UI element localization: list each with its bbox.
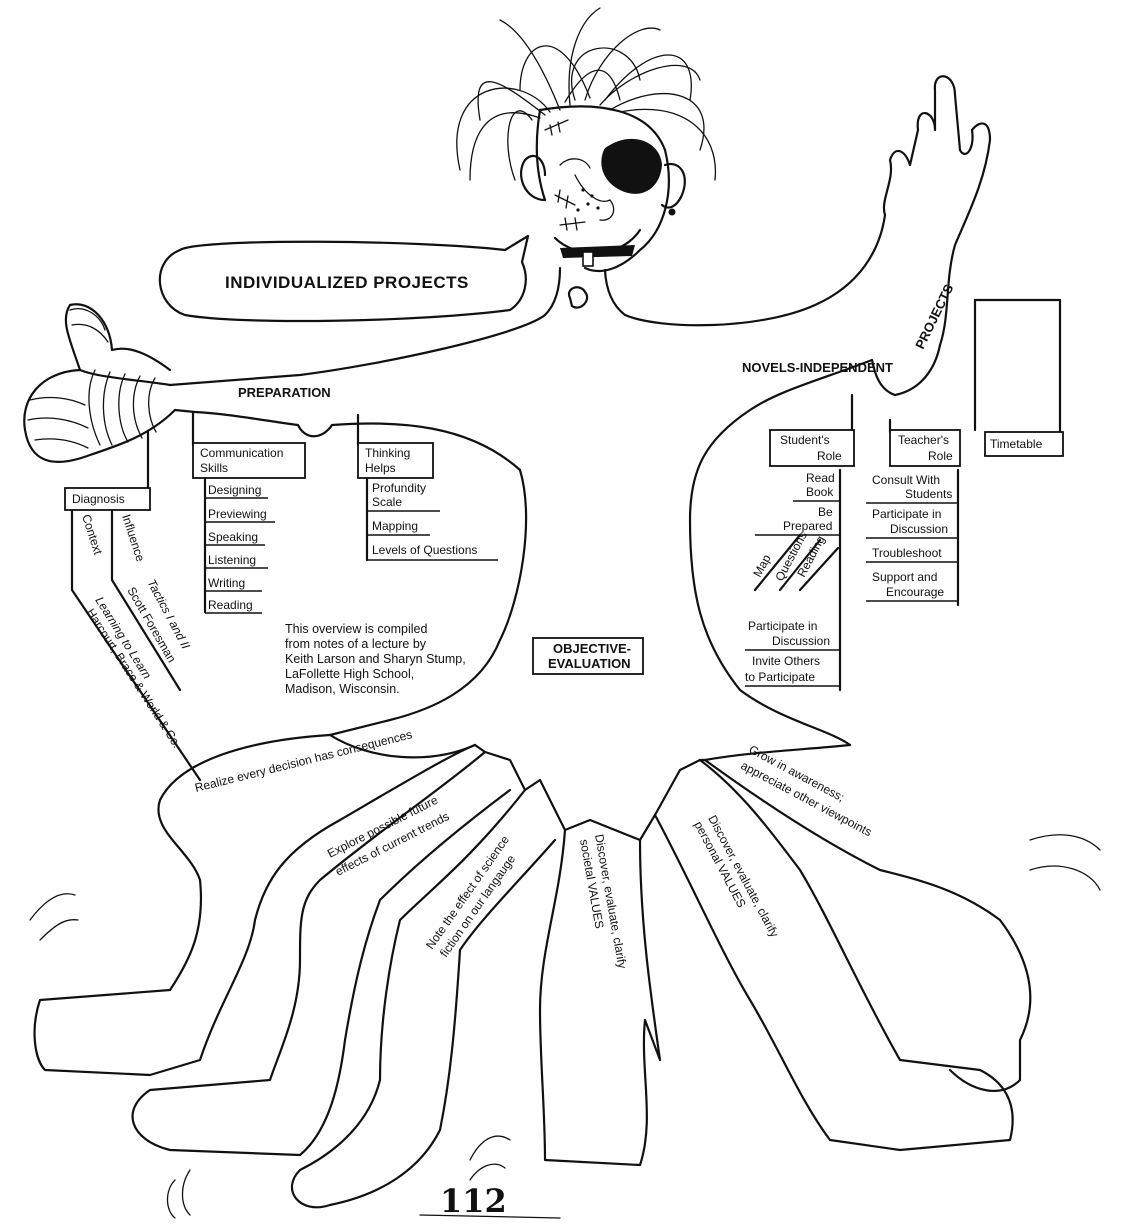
communication-label-1: Communication [200,446,283,460]
mapping-item: Mapping [372,519,418,533]
students-role-label-1: Student's [780,433,830,447]
teacher-discussion-item: Discussion [890,522,948,536]
students-item: Students [905,487,952,501]
note-line-1: This overview is compiled [285,622,427,636]
teachers-role-label-1: Teacher's [898,433,949,447]
discussion-item: Discussion [772,634,830,648]
students-role-label-2: Role [817,449,842,463]
evaluation-label-2: EVALUATION [548,656,631,671]
teachers-role-label-2: Role [928,449,953,463]
preparation-title: PREPARATION [238,385,331,400]
thinking-label-2: Helps [365,461,396,475]
head-drawing [521,106,685,315]
influence-label: Influence [119,513,147,564]
individualized-projects-heading: INDIVIDUALIZED PROJECTS [225,273,469,292]
timetable-label: Timetable [990,437,1043,451]
note-line-3: Keith Larson and Sharyn Stump, [285,652,466,666]
speaking-item: Speaking [208,530,258,544]
projects-title: PROJECTS [912,281,956,351]
levels-of-questions-item: Levels of Questions [372,543,477,557]
encourage-item: Encourage [886,585,944,599]
participate-item: Participate in [748,619,817,633]
goal-note-1: Note the effect of science [423,833,512,952]
note-line-2: from notes of a lecture by [285,637,427,651]
note-line-4: LaFollette High School, [285,667,414,681]
listening-item: Listening [208,553,256,567]
be-item: Be [818,505,833,519]
support-item: Support and [872,570,937,584]
teacher-participate-item: Participate in [872,507,941,521]
map-slant: Map [750,552,773,579]
context-label: Context [79,513,105,557]
legs-drawing [30,735,1100,1218]
note-line-5: Madison, Wisconsin. [285,682,400,696]
novels-independent-title: NOVELS-INDEPENDENT [742,360,893,375]
hair-drawing [457,8,716,180]
consult-item: Consult With [872,473,940,487]
previewing-item: Previewing [208,507,267,521]
profundity-item: Profundity [372,481,426,495]
page-number: 112 [440,1182,507,1220]
to-participate-item: to Participate [745,670,815,684]
prepared-item: Prepared [783,519,832,533]
read-item: Read [806,471,835,485]
communication-label-2: Skills [200,461,228,475]
evaluation-label-1: OBJECTIVE- [553,641,631,656]
troubleshoot-item: Troubleshoot [872,546,942,560]
invite-others-item: Invite Others [752,654,820,668]
designing-item: Designing [208,483,261,497]
book-item: Book [806,485,834,499]
scale-item: Scale [372,495,402,509]
thinking-label-1: Thinking [365,446,410,460]
reading-item: Reading [208,598,253,612]
diagnosis-label: Diagnosis [72,492,125,506]
writing-item: Writing [208,576,245,590]
